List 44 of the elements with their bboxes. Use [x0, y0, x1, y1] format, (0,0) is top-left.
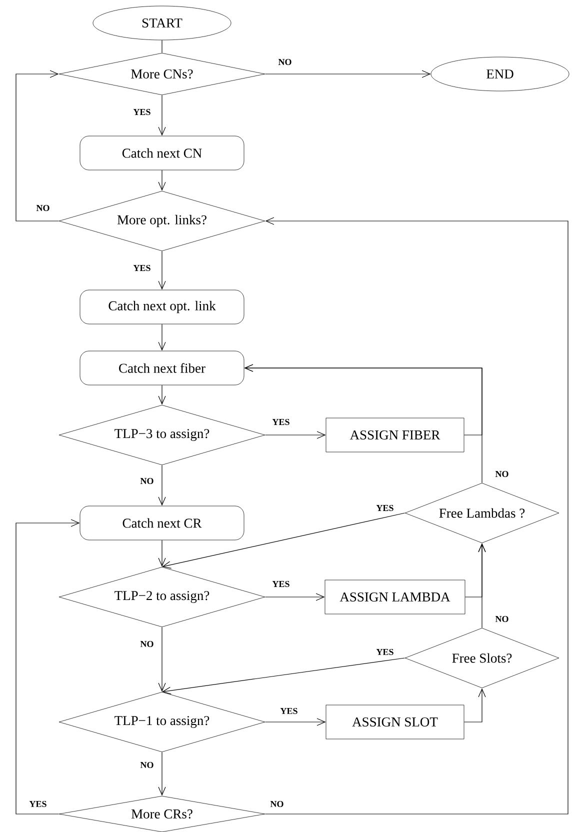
action-box: ASSIGN SLOT: [326, 704, 464, 740]
arrow: [162, 512, 406, 569]
edge-label: NO: [277, 58, 293, 66]
arrow: [264, 593, 325, 601]
arrow: [158, 626, 166, 692]
arrow: [244, 364, 482, 484]
edge-label: YES: [375, 504, 395, 512]
edge-label: YES: [28, 800, 48, 808]
edge-label: NO: [139, 476, 155, 486]
edge-label: YES: [271, 580, 291, 588]
process-box: Catch next CN: [80, 136, 244, 170]
arrow: [464, 688, 486, 722]
arrow: [264, 718, 326, 726]
edge-label: YES: [375, 648, 395, 656]
edge-label: NO: [139, 760, 155, 770]
arrow: [158, 464, 166, 506]
edge-label: YES: [132, 108, 152, 116]
edge-label: NO: [494, 470, 510, 478]
edge-label: NO: [35, 204, 51, 212]
action-box: ASSIGN FIBER: [326, 418, 464, 452]
arrow: [16, 70, 60, 222]
edge-label: NO: [494, 614, 510, 624]
arrow: [158, 540, 166, 567]
edge-label: YES: [271, 418, 291, 426]
arrow: [158, 94, 166, 136]
arrow: [264, 217, 568, 814]
arrow: [158, 324, 166, 351]
process-box: Catch next opt. link: [80, 290, 244, 324]
arrow: [158, 384, 166, 405]
action-box: ASSIGN LAMBDA: [324, 580, 466, 614]
edge-label: YES: [279, 706, 299, 716]
arrow: [158, 170, 166, 191]
process-box: Catch next fiber: [80, 350, 244, 386]
arrow: [158, 250, 166, 290]
arrow: [264, 431, 326, 439]
arrow: [264, 70, 431, 78]
edge-label: NO: [269, 800, 285, 808]
arrow: [158, 752, 166, 796]
edge-label: NO: [139, 640, 155, 648]
arrow: [162, 658, 406, 694]
arrow: [16, 519, 80, 814]
edge-label: YES: [132, 264, 152, 272]
process-box: Catch next CR: [80, 506, 244, 540]
arrow: [478, 543, 486, 628]
